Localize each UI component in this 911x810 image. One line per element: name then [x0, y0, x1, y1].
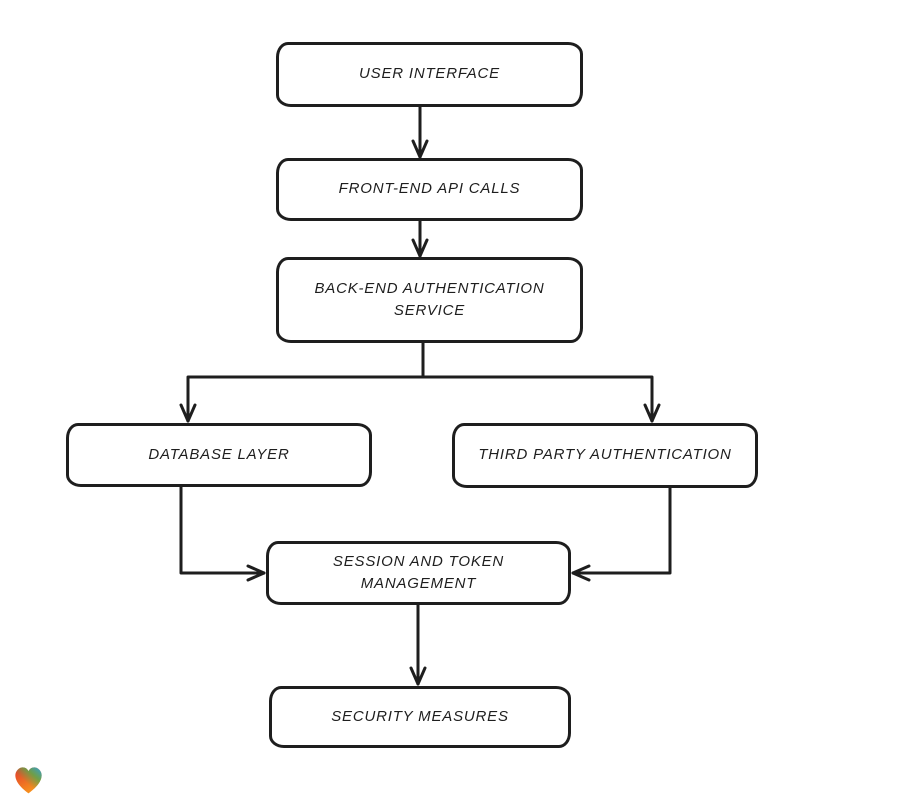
- node-front-end-api-calls: FRONT-END API CALLS: [276, 158, 583, 221]
- node-session-and-token-management: SESSION AND TOKEN MANAGEMENT: [266, 541, 571, 605]
- node-user-interface: USER INTERFACE: [276, 42, 583, 107]
- edge-back-end-authentication-service-to-third-party-authentication: [421, 341, 661, 423]
- node-third-party-authentication-label: THIRD PARTY AUTHENTICATION: [478, 446, 732, 464]
- node-back-end-authentication-service-label: BACK-END AUTHENTICATION SERVICE: [314, 279, 545, 319]
- node-back-end-authentication-service: BACK-END AUTHENTICATION SERVICE: [276, 257, 583, 343]
- node-security-measures-label: SECURITY MEASURES: [331, 707, 509, 725]
- edge-database-layer-to-session-and-token-management: [179, 485, 266, 582]
- edge-front-end-api-calls-to-back-end-authentication-service: [411, 219, 429, 258]
- node-database-layer-label: DATABASE LAYER: [148, 445, 290, 463]
- node-third-party-authentication: THIRD PARTY AUTHENTICATION: [452, 423, 758, 488]
- heart-icon[interactable]: [10, 761, 47, 798]
- node-database-layer: DATABASE LAYER: [66, 423, 372, 487]
- node-front-end-api-calls-label: FRONT-END API CALLS: [338, 180, 521, 198]
- edge-user-interface-to-front-end-api-calls: [411, 105, 429, 159]
- edge-back-end-authentication-service-to-database-layer: [179, 341, 425, 423]
- node-security-measures: SECURITY MEASURES: [269, 686, 571, 748]
- edge-session-and-token-management-to-security-measures: [409, 603, 427, 686]
- node-session-and-token-management-label: SESSION AND TOKEN MANAGEMENT: [332, 552, 505, 592]
- edge-third-party-authentication-to-session-and-token-management: [571, 486, 672, 582]
- node-user-interface-label: USER INTERFACE: [359, 65, 500, 83]
